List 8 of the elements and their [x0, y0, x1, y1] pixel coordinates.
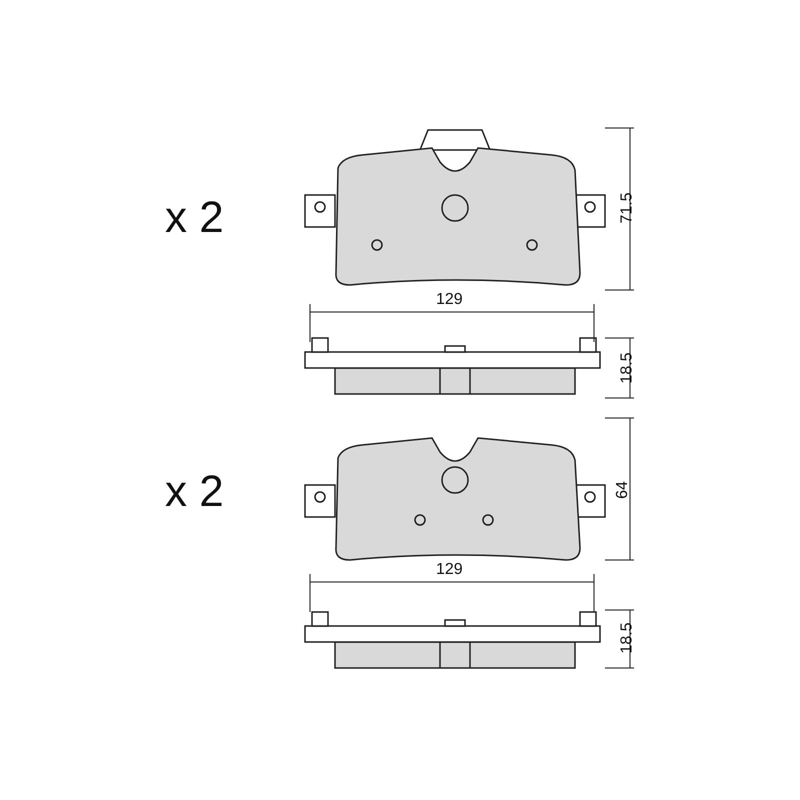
quantity-label: x 2 [165, 196, 224, 240]
dimension-label: 18.5 [620, 622, 636, 654]
dimension-label: 71.5 [620, 192, 636, 224]
dimension-label: 64 [614, 481, 631, 499]
dimension-label: 129 [436, 562, 463, 578]
quantity-label: x 2 [165, 470, 224, 514]
dimension-label: 18.5 [620, 352, 636, 384]
dimension-label: 129 [436, 292, 463, 308]
